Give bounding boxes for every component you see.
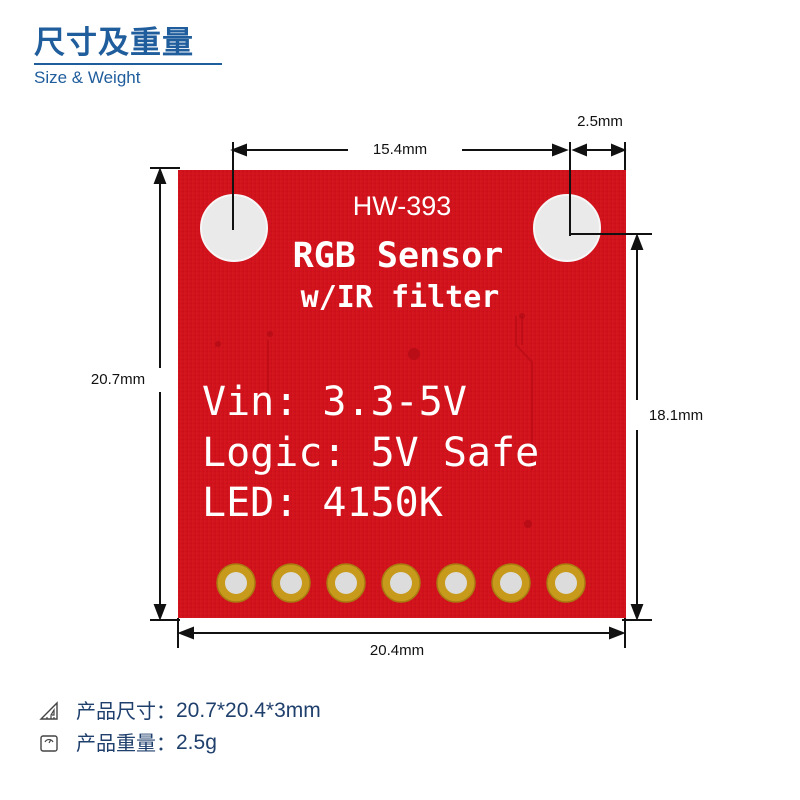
spec-weight-label: 产品重量： [76,731,176,755]
dim-label-hole-offset: 2.5mm [577,113,623,130]
ruler-triangle-icon [39,701,58,720]
arrow-left-icon [177,626,194,640]
header-pin-hole [335,572,357,594]
header-pins [216,563,586,603]
scale-icon [40,735,58,752]
spec-size-row: 产品尺寸： 20.7*20.4*3mm [38,697,321,725]
arrow-down-icon [630,604,644,621]
title-underline [34,63,222,65]
arrow-right-icon [611,143,627,157]
spec-size-label: 产品尺寸： [76,699,176,723]
pcb-vias [215,313,532,528]
arrow-left-icon [571,143,587,157]
page-subtitle: Size & Weight [34,68,141,87]
spec-size-value: 20.7*20.4*3mm [176,699,321,722]
board-spec-logic: Logic: 5V Safe [202,430,539,476]
board-model: HW-393 [353,191,452,221]
arrow-up-icon [630,233,644,250]
board-spec-vin: Vin: 3.3-5V [202,379,467,425]
header-pin-hole [390,572,412,594]
board-name-line2: w/IR filter [301,280,500,315]
spec-weight-row: 产品重量： 2.5g [38,729,217,757]
mounting-hole-right [533,194,601,262]
dim-label-hole-spacing: 15.4mm [373,141,427,158]
header-pin-hole [280,572,302,594]
arrow-right-icon [552,143,569,157]
header-pin-hole [225,572,247,594]
header-pin-hole [500,572,522,594]
arrow-right-icon [609,626,626,640]
pcb-traces [267,316,533,470]
board-name-line1: RGB Sensor [293,236,504,276]
page-title: 尺寸及重量 [34,25,194,61]
dim-label-height: 20.7mm [91,371,145,388]
arrow-down-icon [153,604,167,621]
header-pin-hole [555,572,577,594]
header-pin-hole [445,572,467,594]
dim-label-hole-to-bottom: 18.1mm [649,407,703,424]
dim-label-width: 20.4mm [370,642,424,659]
spec-weight-value: 2.5g [176,731,217,754]
arrow-up-icon [153,167,167,184]
arrow-left-icon [230,143,247,157]
board-spec-led: LED: 4150K [202,480,443,526]
